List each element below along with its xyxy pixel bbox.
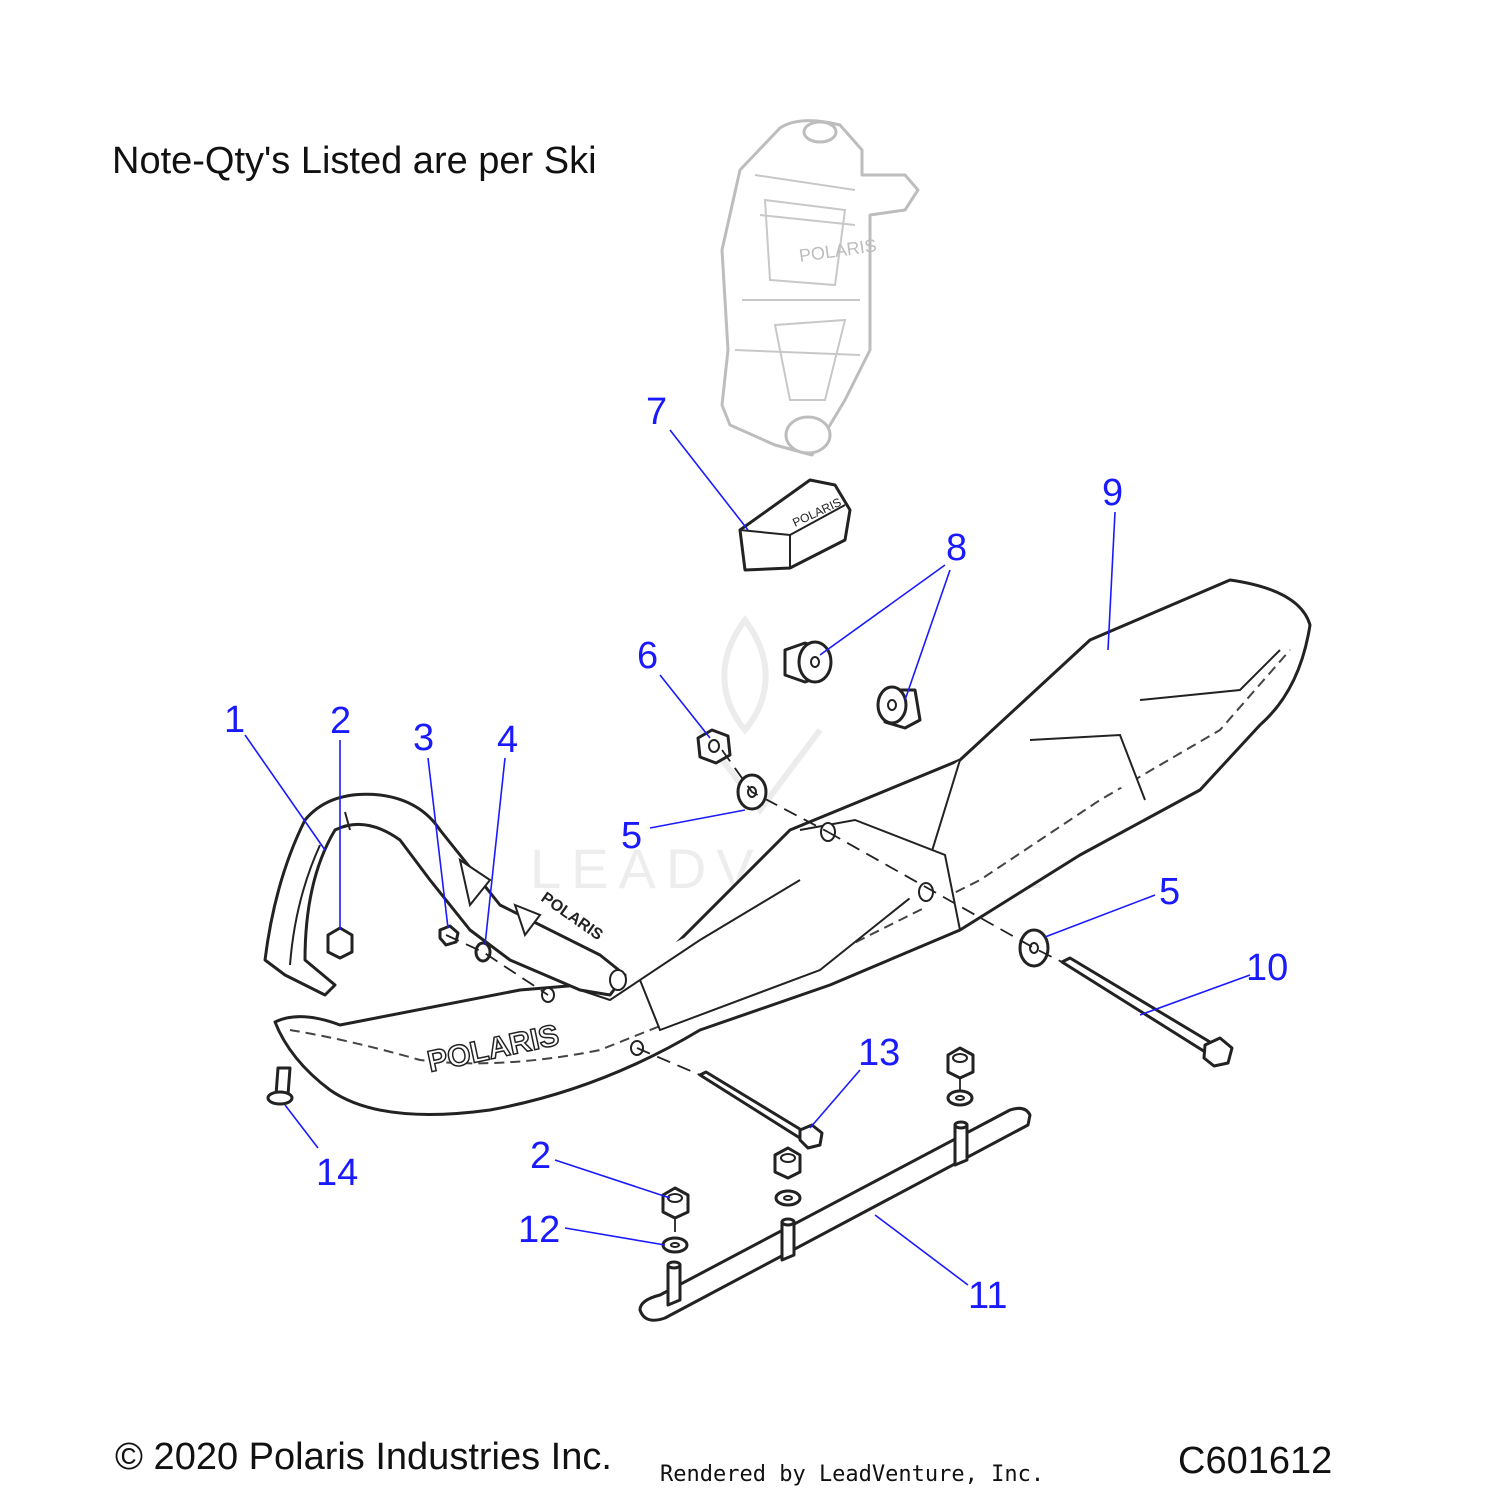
spindle-ghost: POLARIS — [720, 119, 920, 457]
callout-1: 1 — [224, 699, 245, 741]
callout-3: 3 — [413, 717, 434, 759]
part-2-nut-lower-left — [661, 1186, 690, 1220]
part-10-bolt — [1060, 956, 1234, 1068]
part-11-wear-bar — [638, 1106, 1032, 1322]
part-9-ski: POLARIS — [273, 578, 1312, 1116]
quantity-note: Note-Qty's Listed are per Ski — [112, 140, 597, 182]
callout-5-left: 5 — [621, 815, 642, 857]
callout-13: 13 — [858, 1032, 900, 1074]
figure-number: C601612 — [1178, 1440, 1333, 1482]
part-8-bushing-lower — [876, 685, 922, 730]
callout-6: 6 — [637, 635, 658, 677]
callout-11: 11 — [968, 1275, 1007, 1317]
part-2-nut-lower-right — [946, 1046, 975, 1080]
rendered-by-credit: Rendered by LeadVenture, Inc. — [660, 1462, 1045, 1487]
part-2-nut-lower-mid — [773, 1146, 802, 1180]
callout-5-right: 5 — [1159, 871, 1180, 913]
part-4-washer — [474, 941, 492, 963]
callout-2-lower: 2 — [530, 1135, 551, 1177]
assembly-axes — [445, 749, 1063, 1238]
callout-labels: 1 2 3 4 5 5 6 7 8 9 10 11 12 13 2 14 — [224, 391, 1288, 1317]
part-14-bolt — [266, 1066, 294, 1106]
part-8-bushing-upper — [783, 640, 833, 684]
part-7-pad: POLARIS — [738, 478, 852, 572]
part-1-handle: POLARIS — [263, 792, 627, 997]
callout-14: 14 — [316, 1152, 358, 1194]
part-13-bolt — [698, 1070, 824, 1150]
part-12-washer-left — [661, 1236, 689, 1254]
callout-9: 9 — [1102, 472, 1123, 514]
part-6-nut — [696, 728, 732, 765]
callout-2-upper: 2 — [330, 700, 351, 742]
callout-8: 8 — [946, 527, 967, 569]
part-12-washer-mid — [774, 1189, 802, 1207]
part-5-washer-right — [1018, 928, 1050, 968]
copyright-notice: © 2020 Polaris Industries Inc. — [115, 1436, 612, 1478]
part-12-washer-right — [946, 1089, 974, 1107]
callout-4: 4 — [497, 719, 518, 761]
callout-10: 10 — [1246, 947, 1288, 989]
callout-7: 7 — [646, 391, 667, 433]
callout-leaders — [244, 429, 1251, 1286]
part-2-nut-upper — [326, 926, 354, 960]
callout-12: 12 — [518, 1209, 560, 1251]
